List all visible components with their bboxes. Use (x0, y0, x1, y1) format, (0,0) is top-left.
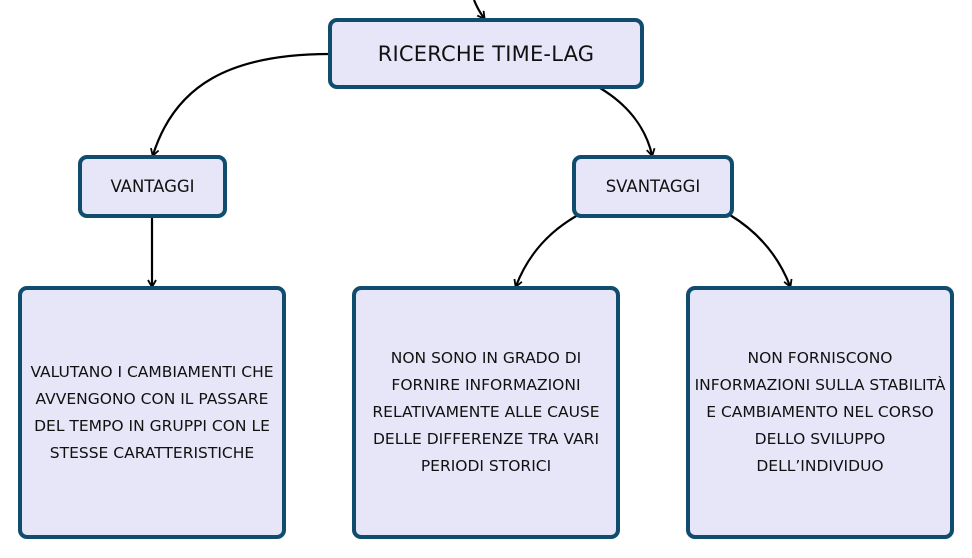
root-node[interactable]: RICERCHE TIME-LAG (328, 18, 644, 89)
leaf-node-vantaggi-1-text: VALUTANO I CAMBIAMENTI CHE AVVENGONO CON… (30, 362, 274, 462)
connector-root-to-vantaggi (150, 52, 331, 158)
root-node-label: RICERCHE TIME-LAG (377, 41, 595, 66)
branch-node-vantaggi[interactable]: VANTAGGI (78, 155, 227, 218)
leaf-node-vantaggi-1[interactable]: VALUTANO I CAMBIAMENTI CHE AVVENGONO CON… (18, 286, 286, 539)
connector-svantaggi-to-leaf-2 (729, 214, 793, 289)
leaf-node-svantaggi-1-text: NON SONO IN GRADO DI FORNIRE INFORMAZION… (372, 349, 600, 475)
branch-node-vantaggi-label: VANTAGGI (110, 177, 195, 196)
leaf-node-svantaggi-1[interactable]: NON SONO IN GRADO DI FORNIRE INFORMAZION… (352, 286, 620, 539)
connector-svantaggi-to-leaf-1 (513, 214, 579, 289)
leaf-node-svantaggi-2-text: NON FORNISCONO INFORMAZIONI SULLA STABIL… (694, 349, 946, 475)
connector-root-to-svantaggi (599, 87, 656, 158)
leaf-node-svantaggi-2[interactable]: NON FORNISCONO INFORMAZIONI SULLA STABIL… (686, 286, 954, 539)
branch-node-svantaggi[interactable]: SVANTAGGI (572, 155, 734, 218)
branch-node-svantaggi-label: SVANTAGGI (605, 177, 701, 196)
connector-incoming (472, 0, 486, 21)
